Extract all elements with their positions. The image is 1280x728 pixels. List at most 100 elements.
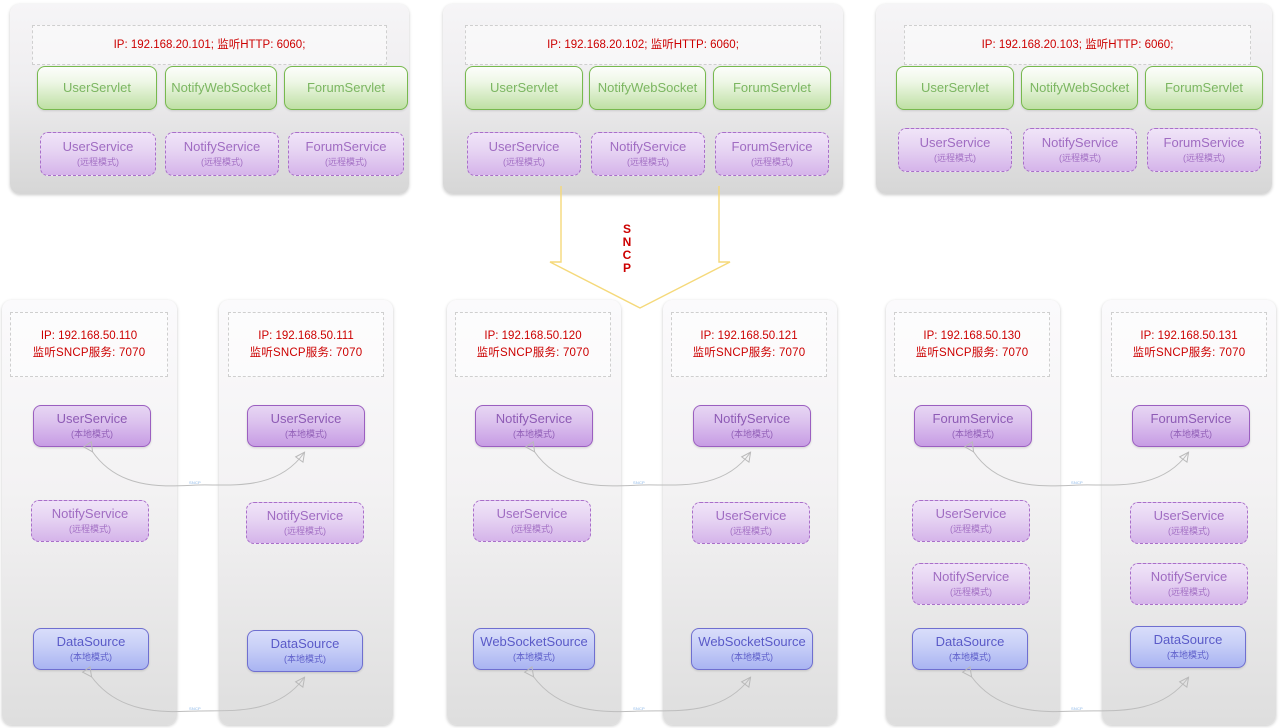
service-node-panel-131: IP: 192.168.50.131 监听SNCP服务: 7070 ForumS… bbox=[1102, 300, 1276, 725]
service-box[interactable]: NotifyService (远程模式) bbox=[1023, 128, 1137, 172]
service-mode: (远程模式) bbox=[284, 526, 326, 537]
node-header-line: IP: 192.168.20.103; 监听HTTP: 6060; bbox=[981, 38, 1174, 51]
servlet-box[interactable]: ForumServlet bbox=[1145, 66, 1263, 110]
service-mode: (远程模式) bbox=[77, 157, 119, 168]
datasource-box[interactable]: DataSource (本地模式) bbox=[912, 628, 1028, 670]
servlet-label: NotifyWebSocket bbox=[171, 79, 271, 95]
service-label: UserService bbox=[56, 411, 128, 427]
node-header-ip: IP: 192.168.50.110 bbox=[40, 329, 138, 342]
service-box[interactable]: UserService (远程模式) bbox=[40, 132, 156, 176]
datasource-mode: (本地模式) bbox=[731, 652, 773, 663]
servlet-box[interactable]: ForumServlet bbox=[713, 66, 831, 110]
servlet-label: UserServlet bbox=[490, 79, 558, 95]
node-header-ip: IP: 192.168.50.131 bbox=[1140, 329, 1238, 342]
service-mode: (远程模式) bbox=[325, 157, 367, 168]
service-label: UserService bbox=[1153, 508, 1225, 524]
service-box[interactable]: NotifyService (远程模式) bbox=[31, 500, 149, 542]
service-label: UserService bbox=[935, 506, 1007, 522]
node-header-ip: IP: 192.168.50.121 bbox=[700, 329, 798, 342]
node-header-120: IP: 192.168.50.120 监听SNCP服务: 7070 bbox=[455, 312, 611, 377]
service-box[interactable]: UserService (本地模式) bbox=[33, 405, 151, 447]
sncp-protocol-label: SNCP bbox=[620, 222, 634, 274]
datasource-box[interactable]: WebSocketSource (本地模式) bbox=[691, 628, 813, 670]
connector-label: SNCP bbox=[189, 706, 201, 711]
servlet-box[interactable]: ForumServlet bbox=[284, 66, 408, 110]
node-header-ip: IP: 192.168.50.120 bbox=[484, 329, 582, 342]
node-header-port: 监听SNCP服务: 7070 bbox=[249, 346, 363, 359]
service-label: ForumService bbox=[932, 411, 1014, 427]
servlet-box[interactable]: UserServlet bbox=[37, 66, 157, 110]
service-mode: (远程模式) bbox=[950, 524, 992, 535]
datasource-label: DataSource bbox=[1153, 632, 1223, 648]
service-box[interactable]: NotifyService (本地模式) bbox=[475, 405, 593, 447]
datasource-label: DataSource bbox=[270, 636, 340, 652]
datasource-mode: (本地模式) bbox=[513, 652, 555, 663]
service-label: UserService bbox=[919, 135, 991, 151]
connector-label: SNCP bbox=[1071, 706, 1083, 711]
connector-label: SNCP bbox=[633, 480, 645, 485]
datasource-box[interactable]: DataSource (本地模式) bbox=[247, 630, 363, 672]
node-header-131: IP: 192.168.50.131 监听SNCP服务: 7070 bbox=[1111, 312, 1267, 377]
service-label: NotifyService bbox=[609, 139, 687, 155]
node-header-110: IP: 192.168.50.110 监听SNCP服务: 7070 bbox=[10, 312, 168, 377]
servlet-box[interactable]: NotifyWebSocket bbox=[589, 66, 706, 110]
service-label: ForumService bbox=[731, 139, 813, 155]
service-node-panel-111: IP: 192.168.50.111 监听SNCP服务: 7070 UserSe… bbox=[219, 300, 393, 725]
web-node-panel-102: IP: 192.168.20.102; 监听HTTP: 6060; UserSe… bbox=[443, 4, 843, 194]
sncp-arrow-icon bbox=[549, 186, 731, 309]
datasource-label: DataSource bbox=[56, 634, 126, 650]
service-box[interactable]: NotifyService (远程模式) bbox=[1130, 563, 1248, 605]
service-label: NotifyService bbox=[495, 411, 573, 427]
service-node-panel-121: IP: 192.168.50.121 监听SNCP服务: 7070 Notify… bbox=[663, 300, 837, 725]
service-node-panel-120: IP: 192.168.50.120 监听SNCP服务: 7070 Notify… bbox=[447, 300, 621, 725]
datasource-mode: (本地模式) bbox=[949, 652, 991, 663]
service-box[interactable]: NotifyService (远程模式) bbox=[912, 563, 1030, 605]
service-box[interactable]: NotifyService (远程模式) bbox=[246, 502, 364, 544]
web-node-panel-101: IP: 192.168.20.101; 监听HTTP: 6060; UserSe… bbox=[10, 4, 409, 194]
service-mode: (本地模式) bbox=[285, 429, 327, 440]
datasource-box[interactable]: DataSource (本地模式) bbox=[33, 628, 149, 670]
node-header-111: IP: 192.168.50.111 监听SNCP服务: 7070 bbox=[228, 312, 384, 377]
service-label: ForumService bbox=[1163, 135, 1245, 151]
service-box[interactable]: UserService (远程模式) bbox=[692, 502, 810, 544]
datasource-box[interactable]: WebSocketSource (本地模式) bbox=[473, 628, 595, 670]
service-node-panel-130: IP: 192.168.50.130 监听SNCP服务: 7070 ForumS… bbox=[886, 300, 1060, 725]
service-mode: (远程模式) bbox=[950, 587, 992, 598]
service-box[interactable]: NotifyService (远程模式) bbox=[591, 132, 705, 176]
service-label: NotifyService bbox=[51, 506, 129, 522]
datasource-label: DataSource bbox=[935, 634, 1005, 650]
service-mode: (远程模式) bbox=[730, 526, 772, 537]
service-box[interactable]: UserService (远程模式) bbox=[898, 128, 1012, 172]
node-header-121: IP: 192.168.50.121 监听SNCP服务: 7070 bbox=[671, 312, 827, 377]
service-box[interactable]: NotifyService (本地模式) bbox=[693, 405, 811, 447]
web-node-panel-103: IP: 192.168.20.103; 监听HTTP: 6060; UserSe… bbox=[876, 4, 1272, 194]
node-header-102: IP: 192.168.20.102; 监听HTTP: 6060; bbox=[465, 25, 821, 65]
service-box[interactable]: ForumService (远程模式) bbox=[1147, 128, 1261, 172]
node-header-ip: IP: 192.168.50.130 bbox=[923, 329, 1021, 342]
service-mode: (本地模式) bbox=[1170, 429, 1212, 440]
service-box[interactable]: ForumService (远程模式) bbox=[288, 132, 404, 176]
service-mode: (远程模式) bbox=[1168, 526, 1210, 537]
service-box[interactable]: UserService (远程模式) bbox=[912, 500, 1030, 542]
service-box[interactable]: UserService (远程模式) bbox=[1130, 502, 1248, 544]
node-header-130: IP: 192.168.50.130 监听SNCP服务: 7070 bbox=[894, 312, 1050, 377]
servlet-box[interactable]: NotifyWebSocket bbox=[1021, 66, 1138, 110]
service-box[interactable]: ForumService (远程模式) bbox=[715, 132, 829, 176]
service-label: NotifyService bbox=[932, 569, 1010, 585]
service-label: NotifyService bbox=[1041, 135, 1119, 151]
servlet-label: ForumServlet bbox=[1164, 79, 1244, 95]
service-box[interactable]: NotifyService (远程模式) bbox=[165, 132, 279, 176]
servlet-box[interactable]: UserServlet bbox=[896, 66, 1014, 110]
servlet-box[interactable]: NotifyWebSocket bbox=[165, 66, 277, 110]
service-box[interactable]: ForumService (本地模式) bbox=[914, 405, 1032, 447]
servlet-box[interactable]: UserServlet bbox=[465, 66, 583, 110]
service-label: ForumService bbox=[305, 139, 387, 155]
datasource-box[interactable]: DataSource (本地模式) bbox=[1130, 626, 1246, 668]
connector-label: SNCP bbox=[633, 706, 645, 711]
node-header-port: 监听SNCP服务: 7070 bbox=[692, 346, 806, 359]
service-box[interactable]: UserService (本地模式) bbox=[247, 405, 365, 447]
service-box[interactable]: UserService (远程模式) bbox=[467, 132, 581, 176]
connector-label: SNCP bbox=[189, 480, 201, 485]
service-box[interactable]: ForumService (本地模式) bbox=[1132, 405, 1250, 447]
service-box[interactable]: UserService (远程模式) bbox=[473, 500, 591, 542]
